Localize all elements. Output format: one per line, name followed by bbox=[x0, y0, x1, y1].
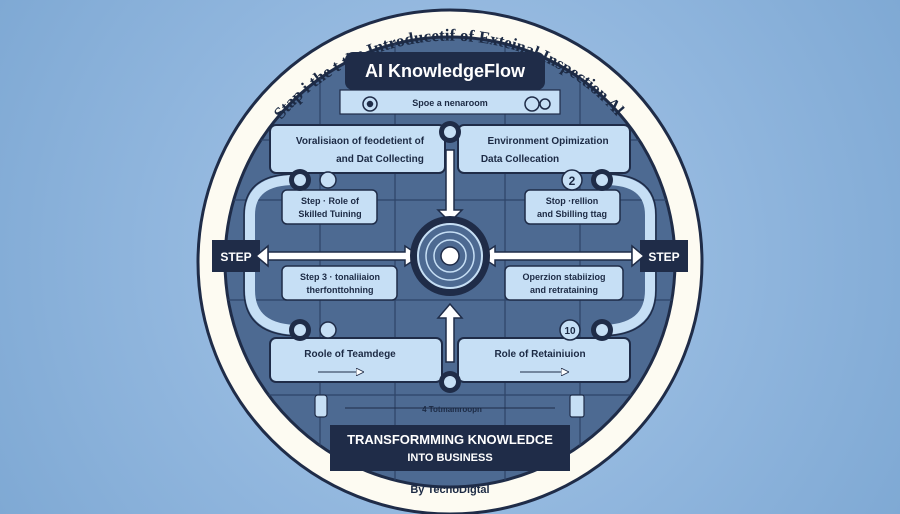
box-mid-right-lower-line1: Operzion stabiiziog bbox=[522, 272, 605, 282]
step-tab-right bbox=[640, 240, 688, 272]
box-top-right-line1: Environment Opimization bbox=[487, 136, 608, 147]
number-badge-right-upper bbox=[561, 169, 583, 191]
lock-icon-left-upper bbox=[319, 171, 337, 189]
box-mid-right-upper-line2: and Sbilling ttag bbox=[537, 209, 607, 219]
box-mid-left-upper-line2: Skilled Tuining bbox=[298, 209, 361, 219]
footer-banner bbox=[330, 425, 570, 471]
box-bottom-right-label: Role of Retainiuion bbox=[494, 349, 585, 360]
node-icon-top bbox=[439, 121, 461, 143]
footer-title-line2: INTO BUSINESS bbox=[407, 452, 492, 464]
top-label: Spoe a nenaroom bbox=[412, 98, 488, 108]
gear-icon-top-left bbox=[362, 96, 378, 112]
node-icon-right-lower bbox=[591, 319, 613, 341]
step-label-left: STEP bbox=[220, 250, 251, 264]
gauge-icon-bottom-left bbox=[314, 394, 328, 418]
box-bottom-left-label: Roole of Teamdege bbox=[304, 349, 396, 360]
box-mid-left-lower bbox=[281, 265, 398, 301]
node-icon-left-upper bbox=[289, 169, 311, 191]
footer-title-line1: TRANSFORMMING KNOWLEDCE bbox=[347, 432, 553, 447]
lock-icon-left-lower bbox=[319, 321, 337, 339]
box-bottom-right bbox=[457, 337, 631, 383]
central-hub-icon bbox=[410, 216, 490, 296]
flow-pipes bbox=[245, 175, 655, 335]
cross-arrows bbox=[254, 149, 646, 363]
step-label-right: STEP bbox=[648, 250, 679, 264]
byline: By TecnoDigtal bbox=[410, 484, 489, 496]
header-banner bbox=[345, 52, 545, 90]
node-icon-left-lower bbox=[289, 319, 311, 341]
box-mid-left-upper-line1: Step · Role of bbox=[301, 196, 360, 206]
number-badge-right-lower bbox=[559, 319, 581, 341]
node-icon-bottom bbox=[439, 371, 461, 393]
number-badge-right-upper-text: 2 bbox=[569, 174, 576, 188]
box-mid-right-lower-line2: and retrataining bbox=[530, 285, 598, 295]
box-mid-right-upper-line1: Stop ·rellion bbox=[546, 196, 599, 206]
header-title: AI KnowledgeFlow bbox=[365, 61, 526, 81]
box-bottom-left bbox=[269, 337, 443, 383]
box-mid-left-upper bbox=[281, 189, 378, 225]
node-icon-right-upper bbox=[591, 169, 613, 191]
gear-icon-top-right bbox=[524, 96, 551, 112]
box-top-left-line1: Voralisiaon of feodetient of bbox=[296, 136, 425, 147]
box-top-left bbox=[269, 124, 446, 174]
number-badge-right-lower-text: 10 bbox=[564, 326, 576, 337]
box-mid-right-lower bbox=[504, 265, 624, 301]
box-top-left-line2: and Dat Collecting bbox=[336, 154, 424, 165]
box-top-right-line2: Data Collecation bbox=[481, 154, 559, 165]
step-tab-left bbox=[212, 240, 260, 272]
box-top-right bbox=[457, 124, 631, 174]
box-mid-left-lower-line1: Step 3 · tonaliiaion bbox=[300, 272, 380, 282]
gauge-icon-bottom-right bbox=[569, 394, 585, 418]
bottom-small-label: 4 Totmamroopn bbox=[422, 405, 482, 414]
box-mid-left-lower-line2: therfonttohning bbox=[307, 285, 374, 295]
